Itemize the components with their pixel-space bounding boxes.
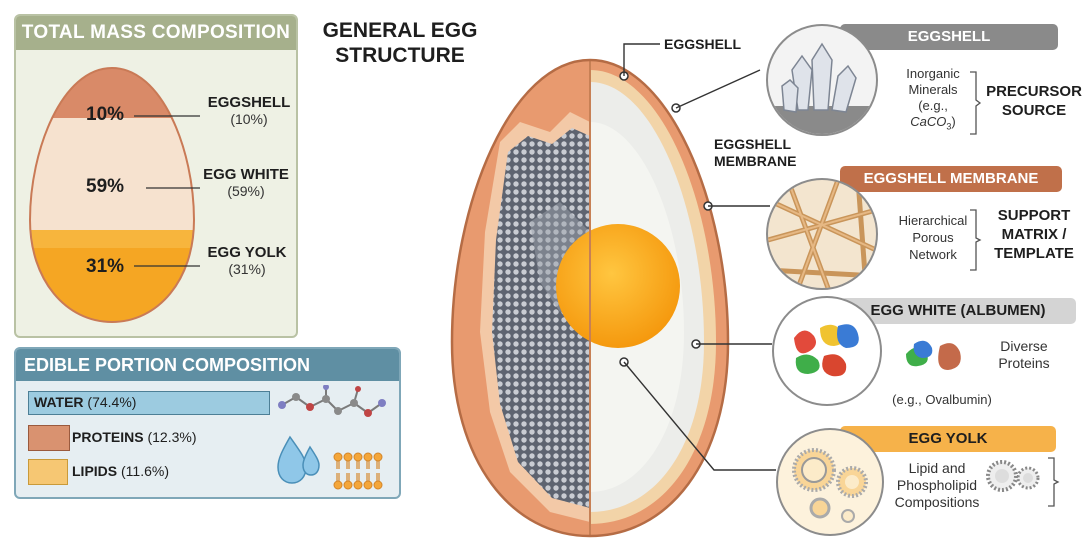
callout-eggshell-membrane: EGGSHELL MEMBRANE [714,136,797,169]
card-membrane-title: EGGSHELL MEMBRANE [863,170,1039,187]
egg-cross-section-diagram [450,58,730,538]
total-mass-panel: TOTAL MASS COMPOSITION 10% 59% 31% EGGSH… [14,14,298,338]
card-membrane-body: Hierarchical Porous Network [898,213,968,262]
card-egg-yolk-header [840,426,1056,452]
card-egg-white-note: (e.g., Ovalbumin) [892,392,992,407]
card-egg-white-header [840,298,1076,324]
mass-egg-white-pct: 59% [86,176,125,197]
mass-eggshell-pct: 10% [86,104,125,125]
card-membrane-header [840,166,1062,192]
mass-egg-yolk-sub: (31%) [228,261,266,277]
card-egg-yolk-body: Lipid and Phospholipid Compositions [894,460,980,510]
fiber-network-icon [766,178,878,290]
card-membrane-brace [970,209,982,271]
proteins-bar [28,425,70,451]
card-egg-white-title: EGG WHITE (ALBUMEN) [870,302,1046,319]
mass-eggshell-sub: (10%) [230,111,268,127]
edible-portion-panel: EDIBLE PORTION COMPOSITION WATER (74.4%)… [14,347,401,499]
mass-egg-yolk-label: EGG YOLK [207,244,287,261]
proteins-bar-label: PROTEINS (12.3%) [72,429,197,445]
card-membrane-role: SUPPORT MATRIX / TEMPLATE [994,207,1074,262]
card-eggshell-role: PRECURSOR SOURCE [986,83,1082,119]
callout-eggshell: EGGSHELL [664,36,742,52]
water-bar-label: WATER (74.4%) [34,394,137,410]
card-egg-white-body: Diverse Proteins [998,338,1050,371]
total-mass-title: TOTAL MASS COMPOSITION [16,16,296,50]
mass-egg-graphic [28,66,196,324]
mass-eggshell-label-group: EGGSHELL (10%) [204,94,294,127]
micelle-icon [776,428,884,536]
egg-yolk-region [556,224,680,348]
mass-egg-white-segment [30,118,194,230]
egg-structure-title: GENERAL EGG STRUCTURE [322,19,478,67]
mass-egg-yolk-pct: 31% [86,256,125,277]
mass-eggshell-label: EGGSHELL [207,94,291,111]
protein-icon [772,296,882,406]
lipids-bar [28,459,68,485]
edible-portion-title: EDIBLE PORTION COMPOSITION [16,349,399,381]
micelle-secondary-icon [986,460,1040,492]
mass-egg-white-label: EGG WHITE [203,166,289,183]
mass-egg-white-sub: (59%) [227,183,265,199]
water-bar [28,391,270,415]
card-eggshell-brace [970,71,982,135]
mass-egg-white-label-group: EGG WHITE (59%) [198,166,294,199]
card-eggshell-body: Inorganic Minerals (e.g., CaCO3) [906,66,960,132]
crystal-icon [766,24,878,136]
card-eggshell-title: EGGSHELL [907,28,991,45]
molecule-illustration-icon [277,385,386,490]
protein-secondary-icon [906,340,961,370]
lipids-bar-label: LIPIDS (11.6%) [72,463,169,479]
card-egg-yolk-title: EGG YOLK [908,430,988,447]
card-egg-yolk-brace [1048,457,1060,507]
mass-leader-lines [134,115,200,267]
mass-egg-yolk-label-group: EGG YOLK (31%) [200,244,294,277]
card-eggshell-header [840,24,1058,50]
